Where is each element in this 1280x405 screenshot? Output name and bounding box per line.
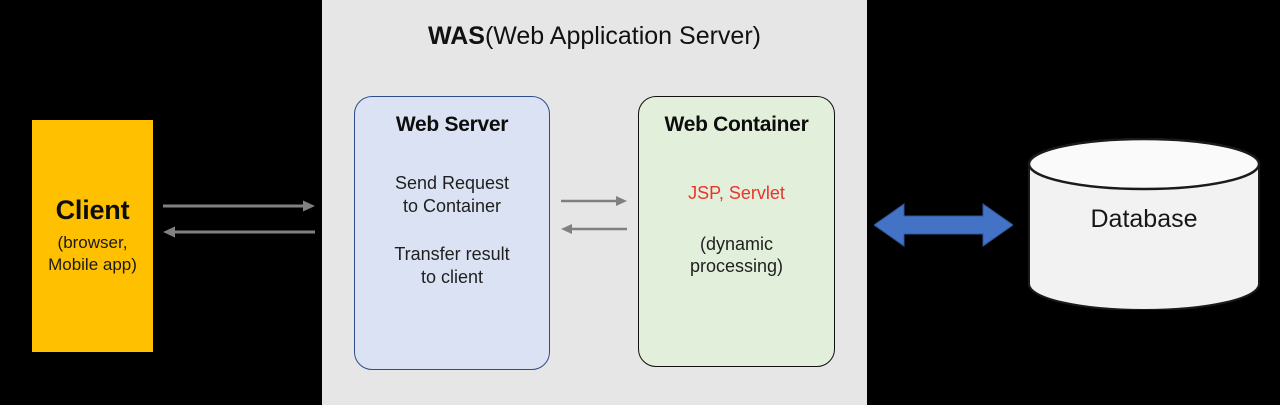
arrow-web-server-to-container-icon: [561, 196, 627, 206]
arrow-client-to-was-icon: [163, 200, 315, 212]
arrow-container-to-web-server-icon: [561, 224, 627, 234]
client-node: Client (browser, Mobile app): [32, 120, 153, 352]
database-cylinder: [1028, 138, 1260, 310]
web-server-node: Web Server Send Request to Container Tra…: [354, 96, 550, 370]
arrow-was-to-client-icon: [163, 226, 315, 238]
was-title-regular: (Web Application Server): [484, 22, 761, 50]
web-server-line-2: Transfer result to client: [394, 244, 510, 287]
web-container-line-1: JSP, Servlet: [688, 183, 785, 204]
web-server-title: Web Server: [395, 113, 509, 136]
web-server-line-1: Send Request to Container: [394, 173, 510, 216]
web-container-node: Web Container JSP, Servlet (dynamic proc…: [638, 96, 835, 367]
web-container-title: Web Container: [664, 113, 809, 136]
arrow-was-to-database-icon: [874, 203, 1013, 247]
web-container-line-2: (dynamic processing): [689, 233, 784, 277]
was-title-bold: WAS: [427, 22, 485, 50]
client-title: Client: [55, 194, 130, 225]
client-subtitle: (browser, Mobile app): [48, 233, 137, 275]
was-title: WAS(Web Application Server): [322, 22, 867, 51]
